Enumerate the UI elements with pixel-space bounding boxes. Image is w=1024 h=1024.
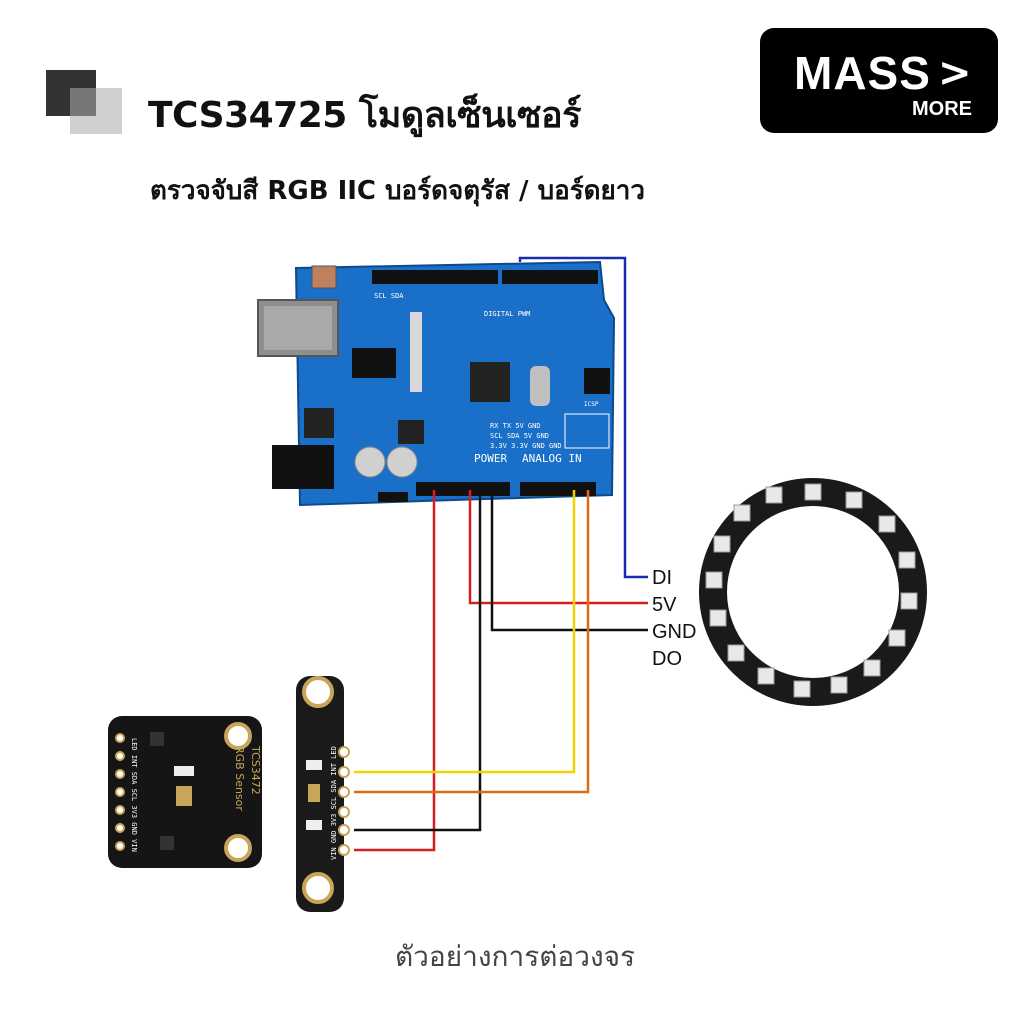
icsp-label: ICSP — [584, 401, 599, 408]
analog-label: ANALOG IN — [522, 452, 582, 465]
ring-pin-di: DI — [652, 567, 672, 589]
ring-led — [765, 486, 783, 504]
ring-pin-do: DO — [652, 648, 682, 670]
ring-led — [709, 609, 727, 627]
wire-red-vin — [354, 490, 436, 852]
ring-led — [793, 680, 811, 698]
side-pins — [410, 312, 422, 392]
top-left-pin-label: SCL SDA — [374, 292, 404, 300]
long-board-pins: VIN GND 3V3 SCL SDA INT LED — [330, 746, 338, 860]
ring-led — [863, 659, 881, 677]
ring-led — [888, 629, 906, 647]
square-board-pins: LED INT SDA SCL 3V3 GND VIN — [130, 738, 138, 852]
ring-led — [713, 535, 731, 553]
header-top-right — [502, 270, 598, 284]
brand-logo: MASS > MORE — [760, 28, 998, 133]
ring-led — [900, 592, 918, 610]
capacitor-1 — [354, 446, 386, 478]
square-sensor-board: TCS3472 RGB Sensor LED INT SDA SCL 3V3 G… — [108, 716, 262, 868]
digital-label: DIGITAL PWM — [484, 310, 530, 318]
pin-table-row-2: SCL SDA 5V GND — [490, 432, 549, 440]
page-title: TCS34725 โมดูลเซ็นเซอร์ — [148, 95, 581, 136]
page-subtitle: ตรวจจับสี RGB IIC บอร์ดจตุรัส / บอร์ดยาว — [150, 176, 645, 206]
long-board-name: TCS3472 Colour Sensor — [284, 750, 295, 869]
ring-led — [898, 551, 916, 569]
ring-led — [845, 491, 863, 509]
wire-black-gnd-sensor — [354, 490, 482, 832]
mcu-chip — [470, 362, 510, 402]
ring-led — [705, 571, 723, 589]
power-label: POWER — [474, 452, 507, 465]
header-power — [416, 482, 510, 496]
header-analog — [520, 482, 596, 496]
regulator — [304, 408, 334, 438]
crystal — [530, 366, 550, 406]
square-board-name: TCS3472 — [249, 745, 262, 795]
wire-orange-scl — [354, 490, 590, 794]
ring-pin-gnd: GND — [652, 621, 697, 643]
ring-led — [757, 667, 775, 685]
ring-led — [878, 515, 896, 533]
ring-led — [727, 644, 745, 662]
icsp-header — [584, 368, 610, 394]
logo-square-overlap — [70, 88, 96, 116]
capacitor-2 — [386, 446, 418, 478]
ring-led — [804, 483, 822, 501]
wire-blue-di — [518, 256, 648, 579]
ring-led — [830, 676, 848, 694]
ring-led — [733, 504, 751, 522]
ring-pin-5v: 5V — [652, 594, 677, 616]
ring-leds — [705, 483, 918, 698]
wire-yellow-sda — [354, 490, 576, 774]
logo-text-main: MASS — [794, 47, 931, 99]
logo-arrow-icon: > — [938, 50, 972, 96]
logo-text-sub: MORE — [912, 98, 972, 120]
diagram-caption: ตัวอย่างการต่อวงจร — [395, 940, 636, 973]
reset-button — [311, 265, 337, 289]
long-sensor-board: TCS3472 Colour Sensor VIN GND 3V3 SCL SD… — [284, 676, 350, 912]
header-top-left — [372, 270, 498, 284]
wire-red-5v — [468, 490, 648, 605]
pin-table-row-1: RX TX 5V GND — [490, 422, 541, 430]
usb-chip — [352, 348, 396, 378]
wire-black-gnd-ring — [490, 490, 648, 632]
dc-jack — [272, 445, 334, 489]
pin-table-row-3: 3.3V 3.3V GND GND — [490, 442, 562, 450]
square-board-subname: RGB Sensor — [233, 746, 246, 811]
arduino-board — [257, 260, 616, 507]
led-ring — [699, 478, 927, 706]
